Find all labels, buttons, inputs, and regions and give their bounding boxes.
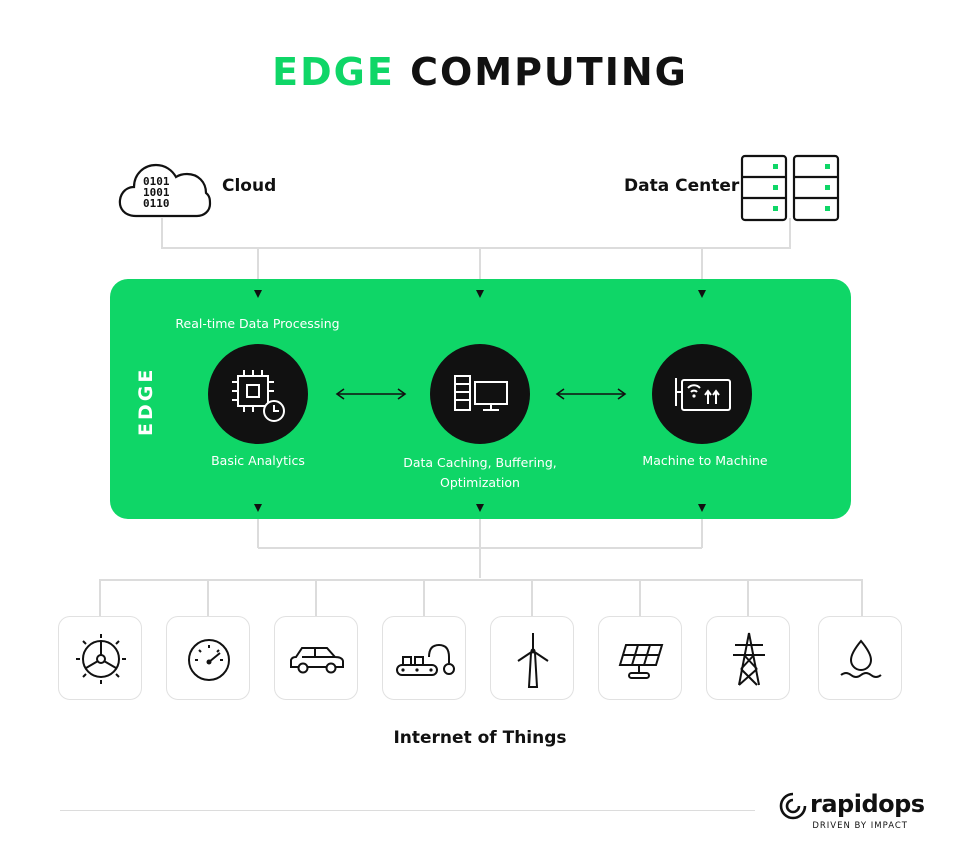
water-drop-icon [840,639,882,678]
power-tower-icon [733,632,765,686]
title-rest: COMPUTING [410,50,688,94]
wireless-device-icon [675,378,731,411]
datacenter-label: Data Center [624,176,740,196]
data-center-icon [740,154,840,222]
title-accent: EDGE [272,50,395,94]
page-title: EDGE COMPUTING [0,50,960,94]
cpu-clock-icon [232,370,285,422]
turbine-valve-icon [76,634,126,684]
arrow-down-1 [254,290,262,298]
speedometer-icon [188,639,230,681]
wind-turbine-icon [517,633,549,688]
data-caching-node [430,344,530,444]
arrow-down-4 [254,504,262,512]
iot-device-wind-turbine [490,616,574,700]
arrow-down-6 [698,504,706,512]
iot-device-power-tower [706,616,790,700]
basic-analytics-node [208,344,308,444]
brand-tagline: DRIVEN BY IMPACT [812,821,908,831]
edge-vertical-label: EDGE [135,366,157,436]
server-monitor-icon [454,375,508,411]
cloud-binary-1: 0101 [143,175,170,188]
car-icon [290,647,344,674]
data-caching-label: Data Caching, Buffering, Optimization [403,455,557,490]
realtime-label: Real-time Data Processing [175,316,340,331]
iot-device-conveyor [382,616,466,700]
iot-device-turbine-valve [58,616,142,700]
cloud-icon: 0101 1001 0110 [118,163,212,218]
iot-label: Internet of Things [393,728,567,748]
arrow-down-2 [476,290,484,298]
iot-device-solar-panel [598,616,682,700]
iot-device-speedometer [166,616,250,700]
brand-name[interactable]: rapidops [810,790,925,818]
m2m-label: Machine to Machine [642,453,768,468]
m2m-node [652,344,752,444]
conveyor-robot-icon [396,643,455,676]
arrow-down-3 [698,290,706,298]
rapidops-logo-icon [779,792,807,820]
iot-device-water [818,616,902,700]
footer-divider [60,810,755,811]
cloud-binary-2: 1001 [143,186,170,199]
cloud-label: Cloud [222,176,277,196]
iot-device-car [274,616,358,700]
solar-panel-icon [618,644,664,679]
arrow-down-5 [476,504,484,512]
basic-analytics-label: Basic Analytics [211,453,305,468]
cloud-binary-3: 0110 [143,197,170,210]
